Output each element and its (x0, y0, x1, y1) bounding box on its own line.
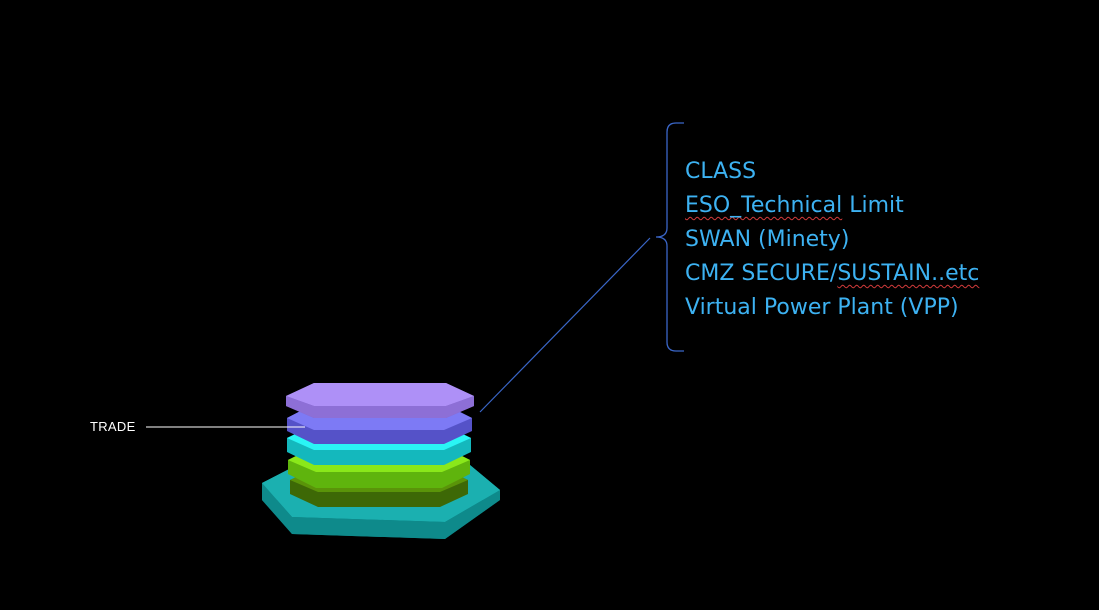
layer-violet-top (286, 383, 474, 418)
spellcheck-marked-text: ESO_Technical (685, 193, 843, 218)
curly-brace-icon (655, 122, 684, 352)
list-item: SWAN (Minety) (685, 227, 850, 252)
list-item: CLASS (685, 159, 757, 184)
list-item: ESO_Technical Limit (685, 193, 904, 218)
item-list: CLASS ESO_Technical Limit SWAN (Minety) … (685, 155, 979, 325)
callout-line (479, 237, 651, 413)
list-item: CMZ SECURE/SUSTAIN..etc (685, 261, 980, 286)
trade-label: TRADE (90, 419, 136, 434)
spellcheck-marked-text: SUSTAIN..etc (837, 261, 980, 286)
list-item: Virtual Power Plant (VPP) (685, 295, 959, 320)
